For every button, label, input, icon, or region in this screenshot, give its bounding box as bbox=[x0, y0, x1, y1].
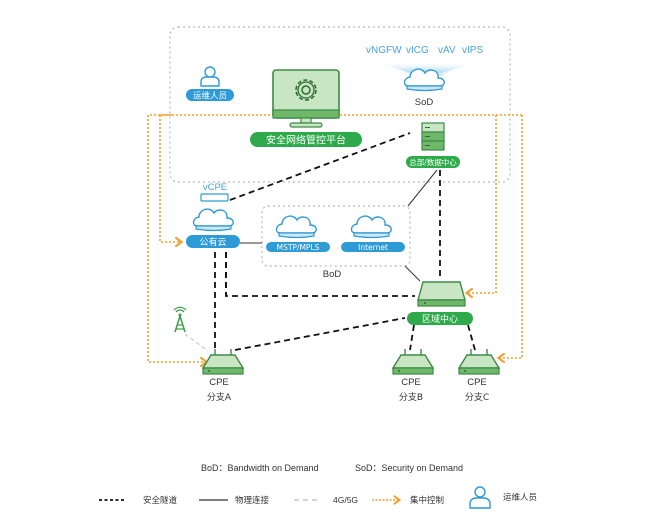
branch-device-label: CPE bbox=[209, 377, 229, 388]
hq-datacenter[interactable]: 总部/数据中心 bbox=[406, 122, 460, 168]
cloud-icon bbox=[192, 208, 234, 232]
public-cloud-label: 公有云 bbox=[199, 236, 226, 248]
legend-item-4g5g: 4G/5G bbox=[294, 495, 358, 505]
cpe-device-icon bbox=[202, 348, 244, 375]
gear-icon bbox=[295, 79, 317, 101]
bod-label: BoD bbox=[323, 269, 342, 280]
security-tunnels bbox=[214, 132, 476, 351]
control-line-public-cloud bbox=[159, 114, 180, 242]
branch-b[interactable]: CPE 分支B bbox=[392, 348, 434, 403]
sod-beam-inner bbox=[385, 62, 470, 77]
sod-definition: SoD：Security on Demand bbox=[355, 463, 463, 473]
cloud-icon bbox=[275, 215, 317, 239]
branch-a[interactable]: CPE 分支A bbox=[202, 348, 244, 403]
bod-cloud-internet[interactable]: Internet bbox=[341, 215, 405, 252]
legend-label: 4G/5G bbox=[333, 495, 358, 505]
cell-tower-icon bbox=[173, 306, 187, 333]
central-control-lines bbox=[147, 114, 523, 362]
cpe-device-icon bbox=[392, 348, 434, 375]
hq-label: 总部/数据中心 bbox=[409, 157, 457, 167]
bod-definition: BoD：Bandwidth on Demand bbox=[201, 463, 319, 473]
vcpe-label: vCPE bbox=[203, 182, 227, 193]
bod-cloud-label: MSTP/MPLS bbox=[277, 243, 320, 252]
control-line-branch-a bbox=[147, 114, 205, 362]
regional-center-label: 区域中心 bbox=[422, 313, 458, 325]
vcpe-device-icon bbox=[200, 193, 229, 202]
regional-center[interactable]: 区域中心 bbox=[407, 281, 473, 325]
sod-label: SoD bbox=[415, 97, 434, 108]
sod-service-vicg: vICG bbox=[406, 45, 429, 56]
legend: 安全隧道 物理连接 4G/5G 集中控制 运维人员 bbox=[99, 486, 537, 509]
legend-item-security-tunnel: 安全隧道 bbox=[99, 495, 178, 506]
sod-service-vngfw: vNGFW bbox=[366, 45, 402, 56]
branch-name-label: 分支C bbox=[465, 391, 489, 403]
ops-person[interactable]: 运维人员 bbox=[186, 66, 234, 102]
bod-cloud-label: Internet bbox=[358, 243, 388, 252]
branch-c[interactable]: CPE 分支C bbox=[458, 348, 500, 403]
sod-cloud[interactable]: vNGFW vICG vAV vIPS SoD bbox=[366, 45, 483, 108]
legend-label: 集中控制 bbox=[410, 495, 444, 506]
control-line-branch-c bbox=[500, 115, 523, 358]
bod-cloud-mstp[interactable]: MSTP/MPLS bbox=[266, 215, 330, 252]
legend-label: 物理连接 bbox=[235, 495, 270, 506]
legend-item-central-control: 集中控制 bbox=[372, 495, 444, 506]
sod-service-vav: vAV bbox=[438, 45, 456, 56]
cloud-icon bbox=[350, 215, 392, 239]
bod-zone-box bbox=[261, 205, 411, 267]
management-platform[interactable]: 安全网络管控平台 bbox=[250, 69, 362, 147]
branch-name-label: 分支B bbox=[399, 391, 423, 403]
platform-label: 安全网络管控平台 bbox=[266, 134, 346, 147]
server-icon bbox=[421, 122, 445, 151]
link-bod-hq bbox=[407, 169, 438, 207]
legend-item-ops-person: 运维人员 bbox=[469, 486, 537, 509]
link-bod-regional bbox=[404, 265, 421, 282]
sod-service-vips: vIPS bbox=[462, 45, 483, 56]
legend-item-physical-link: 物理连接 bbox=[199, 495, 270, 506]
ops-person-label: 运维人员 bbox=[193, 91, 227, 102]
legend-label: 安全隧道 bbox=[143, 495, 178, 506]
branch-name-label: 分支A bbox=[207, 391, 232, 403]
4g5g-link bbox=[184, 333, 209, 352]
public-cloud[interactable]: vCPE 公有云 bbox=[186, 182, 240, 248]
branch-device-label: CPE bbox=[401, 377, 421, 388]
person-icon bbox=[200, 66, 220, 87]
management-zone-box bbox=[169, 26, 511, 183]
control-line-regional bbox=[468, 115, 497, 293]
branch-device-label: CPE bbox=[467, 377, 487, 388]
person-icon bbox=[469, 486, 491, 509]
physical-links bbox=[240, 169, 438, 282]
legend-label: 运维人员 bbox=[503, 492, 537, 503]
cpe-device-icon bbox=[458, 348, 500, 375]
router-icon bbox=[417, 281, 466, 307]
